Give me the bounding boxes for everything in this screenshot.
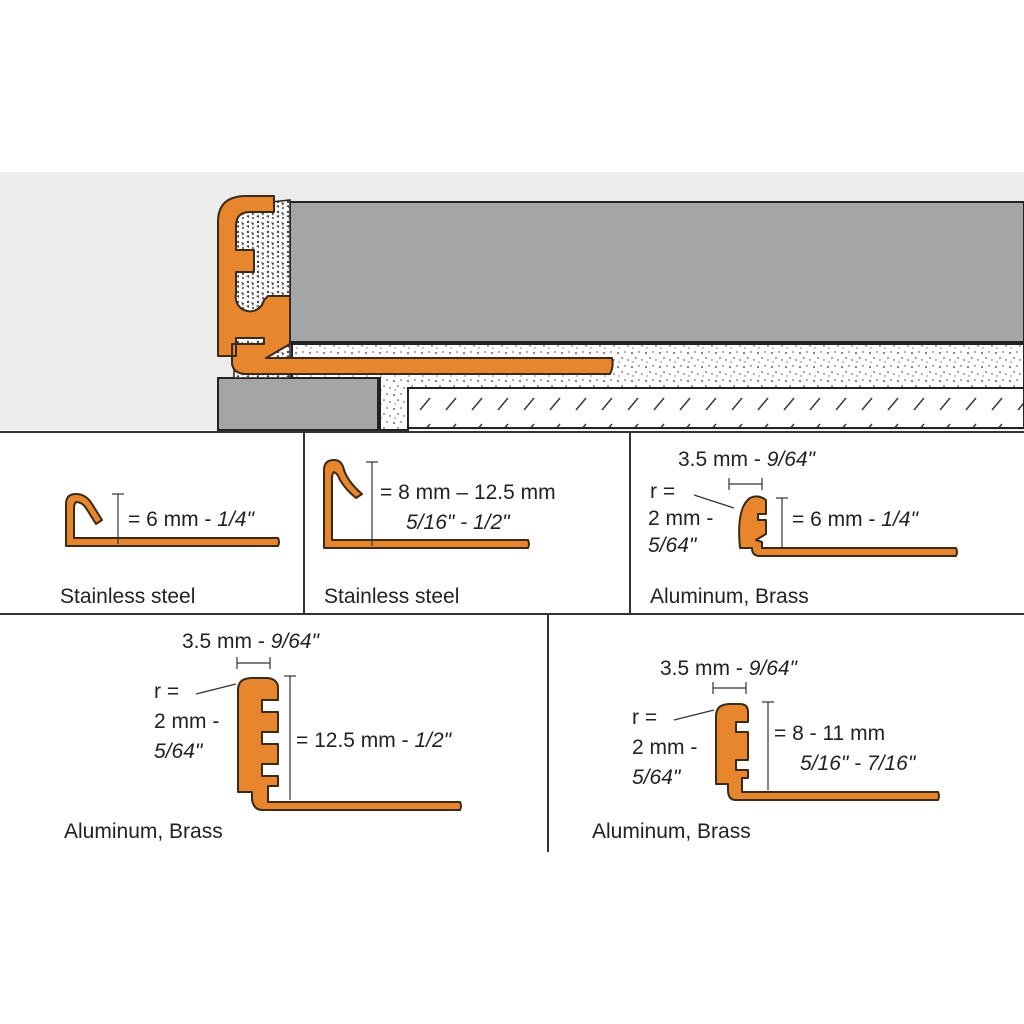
height-label-2b: 5/16" - 1/2" [406,511,511,534]
radius-label-3a: r = [650,480,675,503]
panel-aluminum-brass-2: 3.5 mm - 9/64" r = 2 mm - 5/64" = 12.5 m… [64,630,462,843]
width-label-5: 3.5 mm - 9/64" [660,657,799,680]
radius-label-3c: 5/64" [648,534,698,557]
material-label-4: Aluminum, Brass [64,820,223,843]
material-label-3: Aluminum, Brass [650,585,809,608]
height-label-3: = 6 mm - 1/4" [792,508,919,531]
radius-label-4b: 2 mm - [154,710,219,733]
height-label-5b: 5/16" - 7/16" [800,752,917,775]
height-label-5: = 8 - 11 mm [774,722,885,745]
radius-label-5c: 5/64" [632,766,682,789]
panel-aluminum-brass-1: 3.5 mm - 9/64" r = 2 mm - 5/64" = 6 mm -… [648,448,958,608]
radius-label-4c: 5/64" [154,740,204,763]
material-label-1: Stainless steel [60,585,195,608]
height-label-1: = 6 mm - 1/4" [128,508,255,531]
installed-profile [217,195,614,375]
profile-shape-4 [237,677,462,811]
height-label-4: = 12.5 mm - 1/2" [296,729,453,752]
width-label-4: 3.5 mm - 9/64" [182,630,321,653]
panel-aluminum-brass-3: 3.5 mm - 9/64" r = 2 mm - 5/64" = 8 - 11… [592,657,940,843]
radius-label-3b: 2 mm - [648,507,713,530]
width-label-3: 3.5 mm - 9/64" [678,448,817,471]
radius-label-4a: r = [154,680,179,703]
radius-label-5a: r = [632,706,657,729]
substrate-hatched [407,387,1024,429]
substrate-block-left [217,377,379,431]
profile-shape-3 [738,495,958,557]
radius-label-5b: 2 mm - [632,736,697,759]
profile-shape-1 [65,493,280,547]
panel-grid [0,431,1024,852]
height-label-2: = 8 mm – 12.5 mm [380,481,556,504]
material-label-2: Stainless steel [324,585,459,608]
panel-stainless-steel-2: = 8 mm – 12.5 mm 5/16" - 1/2" Stainless … [323,459,556,608]
material-label-5: Aluminum, Brass [592,820,751,843]
profile-shape-2 [323,459,530,549]
installation-cross-section [0,172,1024,431]
profile-shape-5 [715,703,940,801]
panel-stainless-steel-1: = 6 mm - 1/4" Stainless steel [60,493,280,608]
tile [289,201,1024,343]
